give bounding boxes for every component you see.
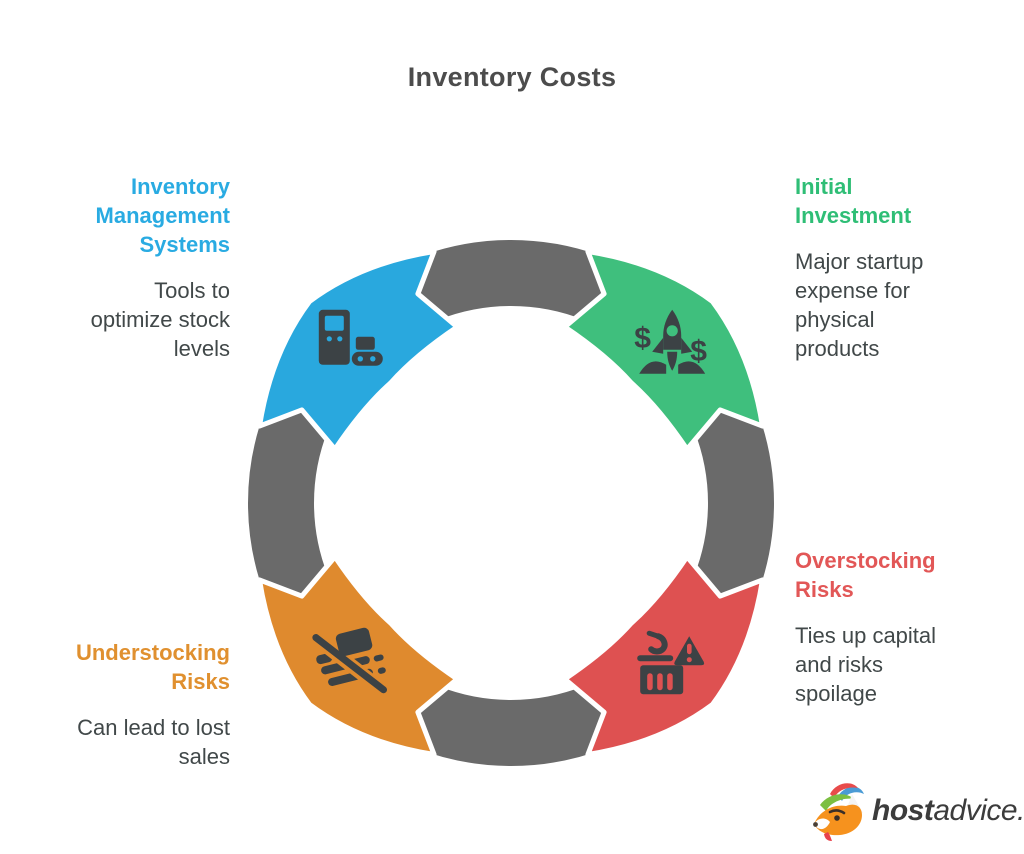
- page-title: Inventory Costs: [407, 62, 617, 92]
- svg-text:$: $: [634, 322, 651, 355]
- initial-investment-segment: [562, 249, 765, 452]
- hostadvice-wordmark: hostadvice.: [872, 794, 1024, 828]
- no-stock-icon: [309, 627, 389, 697]
- hostadvice-fox-icon: [813, 783, 864, 841]
- hostadvice-logo: hostadvice.: [812, 780, 1024, 842]
- crane-container-warning-icon: [637, 630, 705, 695]
- rocket-funding-icon: $$: [634, 309, 707, 374]
- svg-text:$: $: [690, 335, 707, 368]
- logo-text-regular: advice.: [933, 794, 1024, 827]
- inventory-kiosk-icon: [318, 309, 383, 366]
- understocking-risks-segment: [257, 554, 460, 757]
- cycle-ring: [248, 240, 774, 766]
- logo-text-bold: host: [872, 794, 934, 827]
- inventory-management-systems-segment: [257, 249, 460, 452]
